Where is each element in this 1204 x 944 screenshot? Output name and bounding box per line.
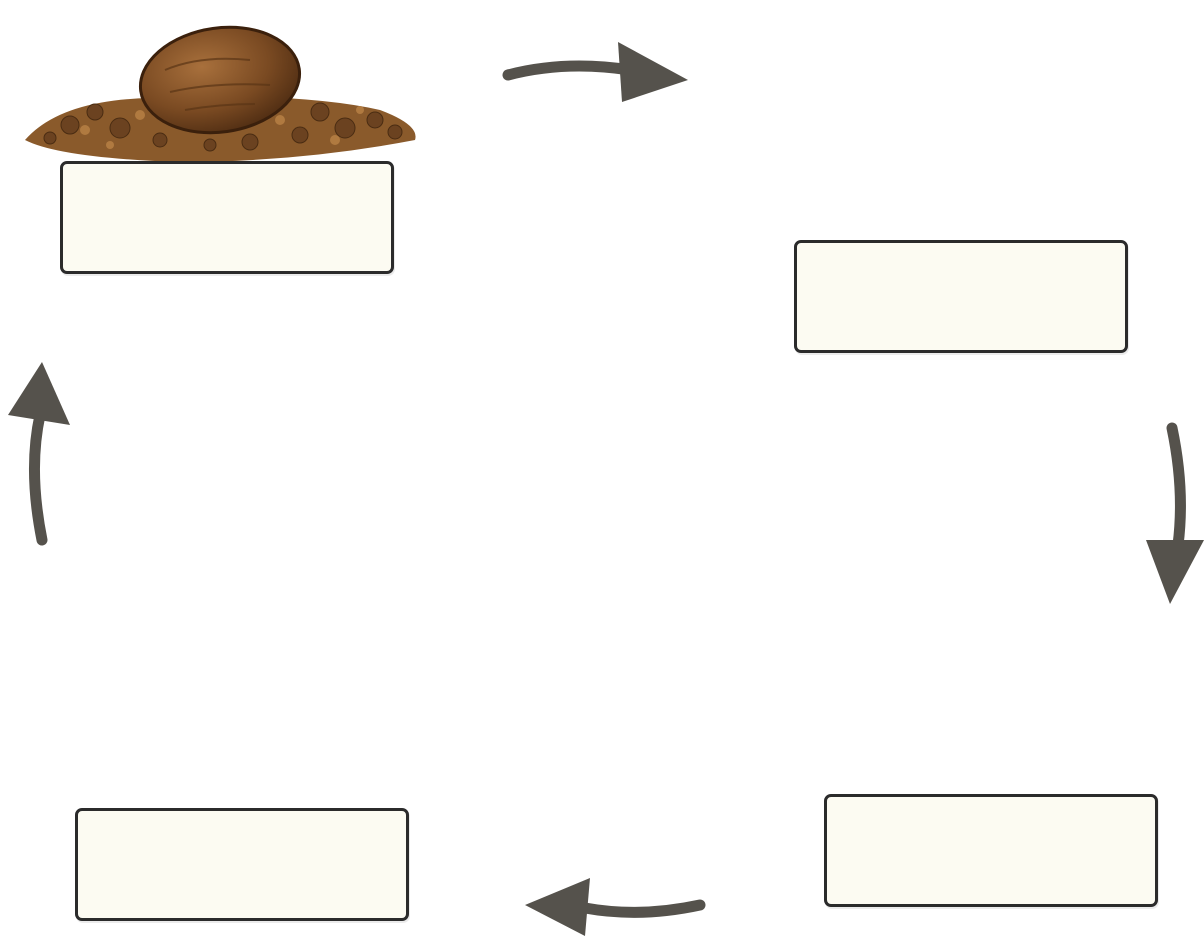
label-box-flowering-plant[interactable] (75, 808, 409, 921)
label-box-germination[interactable] (794, 240, 1128, 353)
label-box-seed[interactable] (60, 161, 394, 274)
seed-illustration (25, 17, 416, 162)
arrow-seedling-to-flower (525, 878, 700, 936)
arrow-seed-to-germination (508, 42, 688, 102)
arrow-germination-to-seedling (1146, 428, 1204, 604)
arrow-flower-to-seed (8, 362, 70, 540)
label-box-seedling[interactable] (824, 794, 1158, 907)
